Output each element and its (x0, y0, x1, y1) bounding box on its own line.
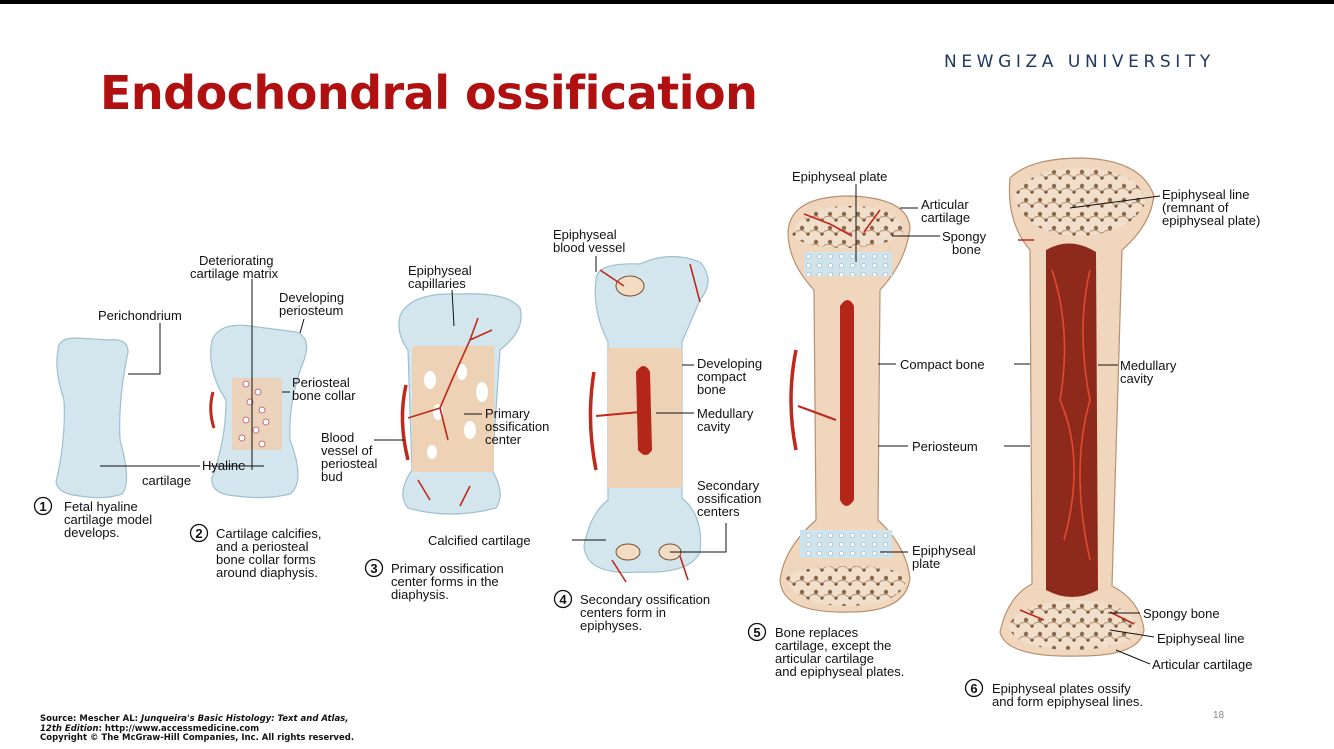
bone-stage-5 (779, 195, 911, 613)
label-secondary-3: centers (697, 504, 740, 519)
leader-lines (100, 184, 1161, 665)
step-1-line-2: cartilage model (64, 512, 152, 527)
label-secondary-1: Secondary (697, 478, 760, 493)
diagram-labels: Perichondrium Hyaline cartilage Deterior… (98, 169, 1260, 672)
bone-stage-2 (209, 324, 308, 499)
label-deteriorating-1: Deteriorating (199, 253, 273, 268)
step-1-line-3: develops. (64, 525, 120, 540)
label-epi-vessel-2: blood vessel (553, 240, 625, 255)
step-3-line-2: center forms in the (391, 574, 499, 589)
label-dev-periosteum-2: periosteum (279, 303, 343, 318)
step-2-number: 2 (195, 526, 202, 541)
step-1: 1 Fetal hyaline cartilage model develops… (33, 496, 152, 540)
step-5-line-1: Bone replaces (775, 625, 859, 640)
label-spongy6: Spongy bone (1143, 606, 1220, 621)
label-medullary6-1: Medullary (1120, 358, 1177, 373)
step-4-line-2: centers form in (580, 605, 666, 620)
label-epi-line-3: epiphyseal plate) (1162, 213, 1260, 228)
label-calcified: Calcified cartilage (428, 533, 531, 548)
step-2-line-3: bone collar forms (216, 552, 316, 567)
label-articular6: Articular cartilage (1152, 657, 1252, 672)
step-1-line-1: Fetal hyaline (64, 499, 138, 514)
step-2: 2 Cartilage calcifies, and a periosteal … (189, 523, 322, 580)
label-blood-vessel-3: periosteal (321, 456, 377, 471)
label-epi-line6: Epiphyseal line (1157, 631, 1244, 646)
source-url: : http://www.accessmedicine.com (98, 723, 260, 734)
step-4: 4 Secondary ossification centers form in… (553, 589, 710, 633)
source-prefix: Source: Mescher AL: (40, 714, 142, 724)
label-deteriorating-2: cartilage matrix (190, 266, 279, 281)
label-hyaline-1: Hyaline (202, 458, 245, 473)
step-3: 3 Primary ossification center forms in t… (364, 558, 504, 602)
label-collar-1: Periosteal (292, 375, 350, 390)
label-spongy5-2: bone (952, 242, 981, 257)
label-blood-vessel-2: vessel of (321, 443, 373, 458)
label-perichondrium: Perichondrium (98, 308, 182, 323)
source-book-title: Junqueira's Basic Histology: Text and At… (141, 714, 349, 724)
step-captions: 1 Fetal hyaline cartilage model develops… (33, 496, 1143, 709)
step-1-number: 1 (39, 499, 46, 514)
label-epi-line-1: Epiphyseal line (1162, 187, 1249, 202)
step-4-line-1: Secondary ossification (580, 592, 710, 607)
label-blood-vessel-4: bud (321, 469, 343, 484)
step-5-line-4: and epiphyseal plates. (775, 664, 904, 679)
label-epi-plate5-1: Epiphyseal (912, 543, 976, 558)
source-edition: 12th Edition (40, 723, 99, 734)
label-spongy5-1: Spongy (942, 229, 987, 244)
university-name: NEWGIZA UNIVERSITY (944, 52, 1215, 72)
label-periosteum: Periosteum (912, 439, 978, 454)
step-5-line-3: articular cartilage (775, 651, 874, 666)
label-primary-3: center (485, 432, 522, 447)
label-capillaries-1: Epiphyseal (408, 263, 472, 278)
top-border (0, 0, 1334, 4)
step-5-line-2: cartilage, except the (775, 638, 891, 653)
label-hyaline-2: cartilage (142, 473, 191, 488)
label-epi-plate-top: Epiphyseal plate (792, 169, 887, 184)
step-4-line-3: epiphyses. (580, 618, 642, 633)
step-2-line-2: and a periosteal (216, 539, 309, 554)
label-primary-2: ossification (485, 419, 549, 434)
bone-stage-6 (999, 157, 1155, 657)
label-capillaries-2: capillaries (408, 276, 466, 291)
label-medullary4-1: Medullary (697, 406, 754, 421)
bone-stage-4 (583, 255, 709, 583)
step-2-line-4: around diaphysis. (216, 565, 318, 580)
label-dev-periosteum-1: Developing (279, 290, 344, 305)
label-epi-plate5-2: plate (912, 556, 940, 571)
label-articular5-2: cartilage (921, 210, 970, 225)
label-compact: Compact bone (900, 357, 985, 372)
step-3-line-3: diaphysis. (391, 587, 449, 602)
source-citation: Source: Mescher AL: Junqueira's Basic Hi… (40, 714, 355, 744)
step-5: 5 Bone replaces cartilage, except the ar… (747, 622, 904, 679)
slide-title: Endochondral ossification (100, 66, 758, 120)
step-6-line-2: and form epiphyseal lines. (992, 694, 1143, 709)
label-medullary4-2: cavity (697, 419, 731, 434)
label-primary-1: Primary (485, 406, 530, 421)
label-epi-line-2: (remnant of (1162, 200, 1229, 215)
step-3-number: 3 (370, 561, 377, 576)
step-6-line-1: Epiphyseal plates ossify (992, 681, 1131, 696)
label-medullary6-2: cavity (1120, 371, 1154, 386)
bone-stage-1 (55, 337, 129, 499)
page-number: 18 (1213, 710, 1225, 721)
label-dev-compact-2: compact (697, 369, 747, 384)
label-secondary-2: ossification (697, 491, 761, 506)
step-6: 6 Epiphyseal plates ossify and form epip… (964, 678, 1143, 709)
step-6-number: 6 (970, 681, 977, 696)
copyright-line: Copyright © The McGraw-Hill Companies, I… (40, 733, 355, 743)
label-dev-compact-1: Developing (697, 356, 762, 371)
label-blood-vessel-1: Blood (321, 430, 354, 445)
step-4-number: 4 (559, 592, 567, 607)
label-collar-2: bone collar (292, 388, 356, 403)
step-2-line-1: Cartilage calcifies, (216, 526, 322, 541)
label-epi-vessel-1: Epiphyseal (553, 227, 617, 242)
bone-stage-3 (398, 293, 522, 515)
label-articular5-1: Articular (921, 197, 969, 212)
step-3-line-1: Primary ossification (391, 561, 504, 576)
step-5-number: 5 (753, 625, 760, 640)
label-dev-compact-3: bone (697, 382, 726, 397)
